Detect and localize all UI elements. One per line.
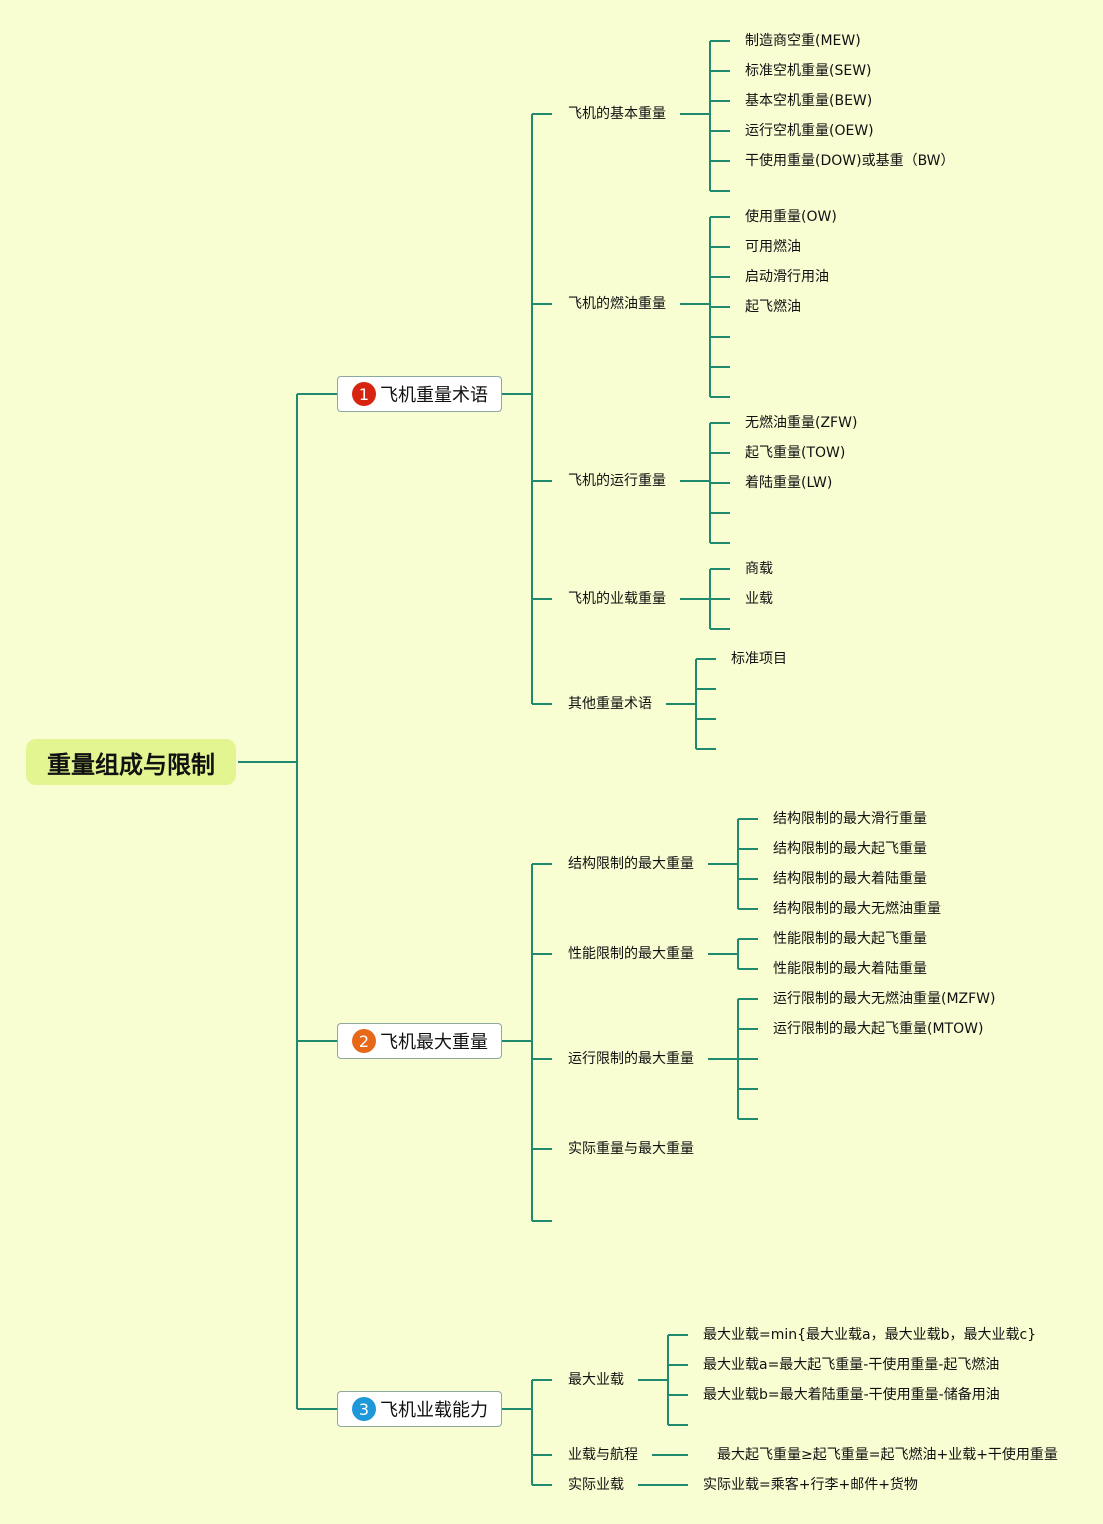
branch-label: 飞机最大重量 [380, 1032, 488, 1053]
branch-label: 飞机重量术语 [380, 385, 488, 406]
leaf-label[interactable]: 运行空机重量(OEW) [745, 123, 874, 139]
leaf-label[interactable]: 干使用重量(DOW)或基重（BW） [745, 153, 955, 169]
leaf-label[interactable]: 无燃油重量(ZFW) [745, 415, 858, 431]
leaf-label[interactable]: 结构限制的最大起飞重量 [773, 841, 927, 857]
leaf-label[interactable]: 可用燃油 [745, 239, 801, 255]
subtopic-label[interactable]: 运行限制的最大重量 [568, 1051, 694, 1067]
leaf-label[interactable]: 业载 [745, 591, 773, 607]
leaf-label[interactable]: 结构限制的最大无燃油重量 [773, 901, 941, 917]
number-badge-icon: 1 [352, 382, 376, 406]
leaf-label[interactable]: 启动滑行用油 [745, 269, 829, 285]
leaf-label[interactable]: 性能限制的最大着陆重量 [773, 961, 927, 977]
leaf-label[interactable]: 制造商空重(MEW) [745, 33, 861, 49]
branch-aircraft-payload-capacity[interactable]: 3 飞机业载能力 [337, 1391, 502, 1427]
leaf-label[interactable]: 最大起飞重量≥起飞重量=起飞燃油+业载+干使用重量 [717, 1447, 1058, 1463]
leaf-label[interactable]: 商载 [745, 561, 773, 577]
leaf-label[interactable]: 起飞燃油 [745, 299, 801, 315]
leaf-label[interactable]: 标准空机重量(SEW) [745, 63, 872, 79]
leaf-label[interactable]: 实际业载=乘客+行李+邮件+货物 [703, 1477, 918, 1493]
subtopic-label[interactable]: 最大业载 [568, 1372, 624, 1388]
subtopic-label[interactable]: 飞机的业载重量 [568, 591, 666, 607]
leaf-label[interactable]: 运行限制的最大无燃油重量(MZFW) [773, 991, 996, 1007]
subtopic-label[interactable]: 其他重量术语 [568, 696, 652, 712]
subtopic-label[interactable]: 飞机的基本重量 [568, 106, 666, 122]
branch-aircraft-max-weight[interactable]: 2 飞机最大重量 [337, 1023, 502, 1059]
leaf-label[interactable]: 结构限制的最大滑行重量 [773, 811, 927, 827]
subtopic-label[interactable]: 飞机的燃油重量 [568, 296, 666, 312]
leaf-label[interactable]: 起飞重量(TOW) [745, 445, 846, 461]
leaf-label[interactable]: 性能限制的最大起飞重量 [773, 931, 927, 947]
leaf-label[interactable]: 标准项目 [731, 651, 787, 667]
branch-aircraft-weight-terms[interactable]: 1 飞机重量术语 [337, 376, 502, 412]
leaf-label[interactable]: 结构限制的最大着陆重量 [773, 871, 927, 887]
leaf-label[interactable]: 最大业载a=最大起飞重量-干使用重量-起飞燃油 [703, 1357, 1000, 1373]
leaf-label[interactable]: 最大业载=min{最大业载a，最大业载b，最大业载c} [703, 1327, 1037, 1343]
leaf-label[interactable]: 最大业载b=最大着陆重量-干使用重量-储备用油 [703, 1387, 1000, 1403]
leaf-label[interactable]: 运行限制的最大起飞重量(MTOW) [773, 1021, 984, 1037]
leaf-label[interactable]: 着陆重量(LW) [745, 475, 833, 491]
subtopic-label[interactable]: 结构限制的最大重量 [568, 856, 694, 872]
number-badge-icon: 3 [352, 1397, 376, 1421]
leaf-label[interactable]: 使用重量(OW) [745, 209, 837, 225]
subtopic-label[interactable]: 实际业载 [568, 1477, 624, 1493]
leaf-label[interactable]: 基本空机重量(BEW) [745, 93, 873, 109]
subtopic-label[interactable]: 飞机的运行重量 [568, 473, 666, 489]
branch-label: 飞机业载能力 [380, 1400, 488, 1421]
subtopic-label[interactable]: 实际重量与最大重量 [568, 1141, 694, 1157]
subtopic-label[interactable]: 性能限制的最大重量 [568, 946, 694, 962]
root-topic[interactable]: 重量组成与限制 [26, 739, 236, 785]
number-badge-icon: 2 [352, 1029, 376, 1053]
subtopic-label[interactable]: 业载与航程 [568, 1447, 638, 1463]
